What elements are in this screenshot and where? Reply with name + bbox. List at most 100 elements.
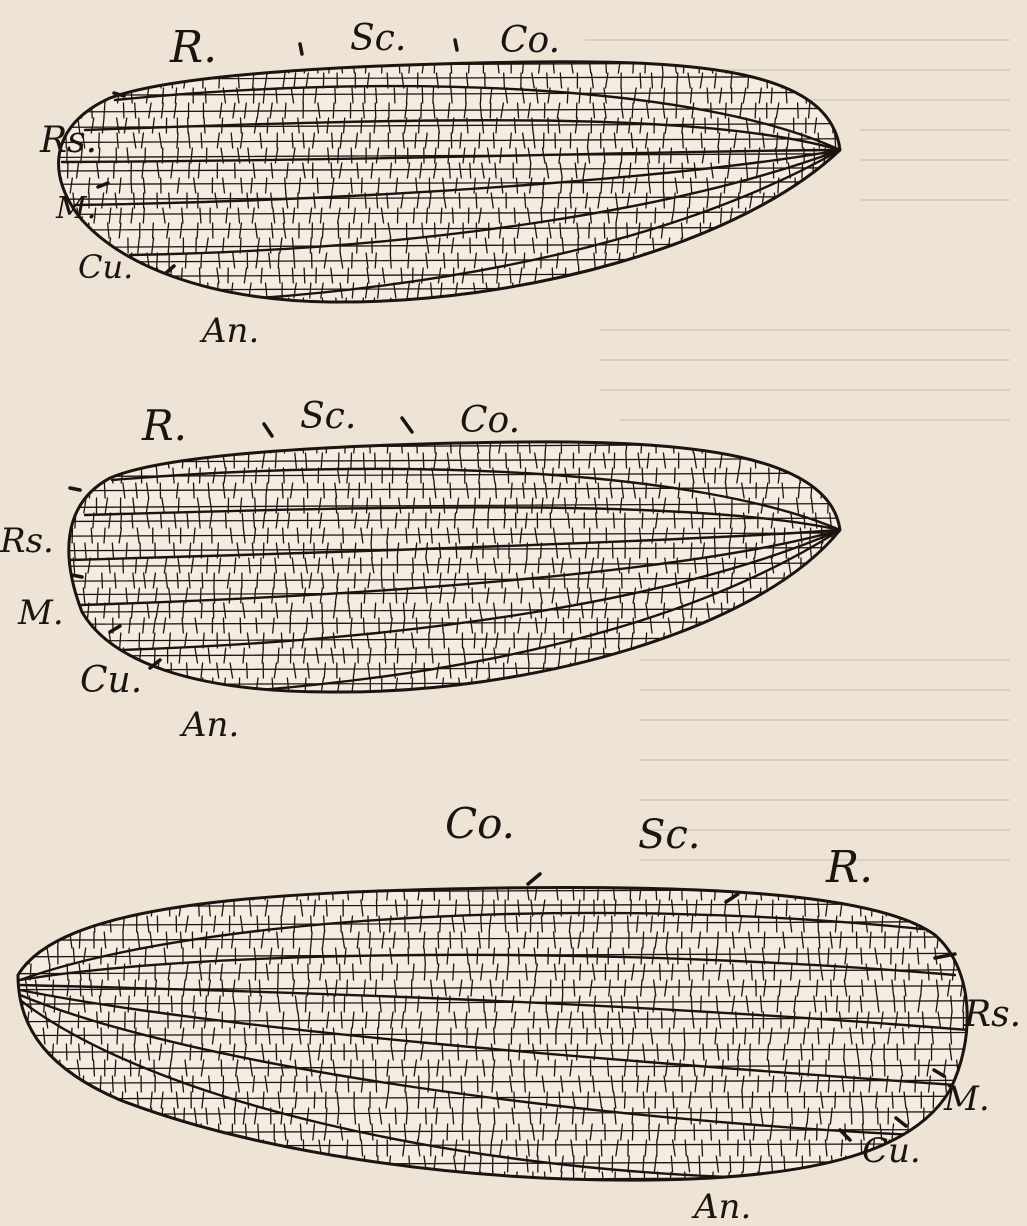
crossvein — [742, 618, 744, 633]
crossvein — [86, 1172, 88, 1188]
crossvein — [904, 996, 905, 1012]
crossvein — [451, 58, 452, 73]
crossvein — [95, 1108, 97, 1124]
crossvein — [326, 900, 327, 916]
crossvein — [452, 208, 453, 223]
crossvein — [413, 558, 414, 573]
crossvein — [285, 1156, 287, 1172]
crossvein — [183, 1124, 185, 1140]
crossvein — [832, 283, 834, 298]
crossvein — [55, 1140, 56, 1156]
crossvein — [308, 884, 309, 900]
crossvein — [364, 588, 365, 603]
crossvein — [607, 283, 608, 298]
wing-top: R. Sc. Co. Rs. M. Cu. An. — [39, 18, 847, 351]
crossvein — [615, 1172, 616, 1188]
crossvein — [598, 543, 599, 558]
crossvein — [833, 543, 835, 558]
crossvein — [810, 964, 811, 980]
crossvein — [601, 1140, 602, 1156]
crossvein — [364, 1156, 365, 1172]
crossvein — [292, 133, 293, 148]
crossvein — [788, 298, 789, 313]
crossvein — [955, 932, 956, 948]
crossvein — [915, 1076, 916, 1092]
crossvein — [640, 298, 641, 313]
crossvein — [826, 1060, 827, 1076]
crossvein — [803, 588, 804, 603]
crossvein — [785, 588, 787, 603]
crossvein — [25, 1172, 26, 1188]
crossvein — [785, 663, 787, 678]
crossvein — [455, 513, 456, 528]
crossvein — [705, 648, 706, 663]
crossvein — [788, 453, 789, 468]
crossvein — [872, 900, 873, 916]
crossvein — [364, 618, 365, 633]
crossvein — [48, 88, 50, 103]
crossvein — [625, 513, 626, 528]
crossvein — [426, 298, 427, 313]
crossvein — [902, 1172, 904, 1188]
crossvein — [88, 1092, 89, 1108]
crossvein — [778, 498, 779, 513]
crossvein — [50, 193, 52, 208]
crossvein — [65, 268, 67, 283]
crossvein — [700, 678, 701, 693]
crossvein — [719, 253, 720, 268]
crossvein — [436, 693, 438, 708]
crossvein — [438, 932, 439, 948]
crossvein — [750, 603, 751, 618]
crossvein — [223, 618, 224, 633]
crossvein — [483, 884, 484, 900]
crossvein — [827, 438, 828, 453]
crossvein — [970, 884, 971, 900]
crossvein — [71, 648, 73, 663]
crossvein — [15, 900, 17, 916]
crossvein — [588, 1092, 589, 1108]
crossvein — [804, 283, 805, 298]
crossvein — [58, 558, 60, 573]
crossvein — [800, 693, 802, 708]
crossvein — [773, 633, 775, 648]
crossvein — [777, 283, 778, 298]
crossvein — [551, 298, 552, 313]
crossvein — [83, 1108, 84, 1124]
crossvein — [240, 618, 241, 633]
crossvein — [943, 1124, 944, 1140]
crossvein — [394, 88, 395, 103]
crossvein — [556, 283, 558, 298]
crossvein — [241, 588, 242, 603]
crossvein — [725, 103, 726, 118]
crossvein — [794, 663, 795, 678]
crossvein — [812, 238, 814, 253]
crossvein — [662, 1012, 663, 1028]
crossvein — [750, 468, 751, 483]
crossvein — [636, 238, 637, 253]
wing-bottom-label-co: Co. — [445, 799, 515, 848]
crossvein — [965, 948, 967, 964]
crossvein — [182, 678, 184, 693]
crossvein — [814, 884, 815, 900]
crossvein — [759, 1028, 760, 1044]
crossvein — [335, 1172, 336, 1188]
crossvein — [143, 283, 145, 298]
wing-middle: R. Sc. Co. Rs. M. Cu. An. — [0, 396, 845, 745]
crossvein — [69, 468, 70, 483]
crossvein — [624, 298, 625, 313]
crossvein — [472, 588, 473, 603]
crossvein — [436, 1028, 437, 1044]
crossvein — [545, 648, 546, 663]
crossvein — [684, 283, 685, 298]
crossvein — [325, 693, 327, 708]
crossvein — [456, 543, 457, 558]
crossvein — [197, 223, 198, 238]
crossvein — [655, 283, 657, 298]
crossvein — [479, 1124, 480, 1140]
crossvein — [817, 603, 819, 618]
crossvein — [394, 573, 395, 588]
crossvein — [707, 1012, 708, 1028]
crossvein — [784, 528, 785, 543]
crossvein — [918, 1172, 919, 1188]
crossvein — [512, 693, 513, 708]
